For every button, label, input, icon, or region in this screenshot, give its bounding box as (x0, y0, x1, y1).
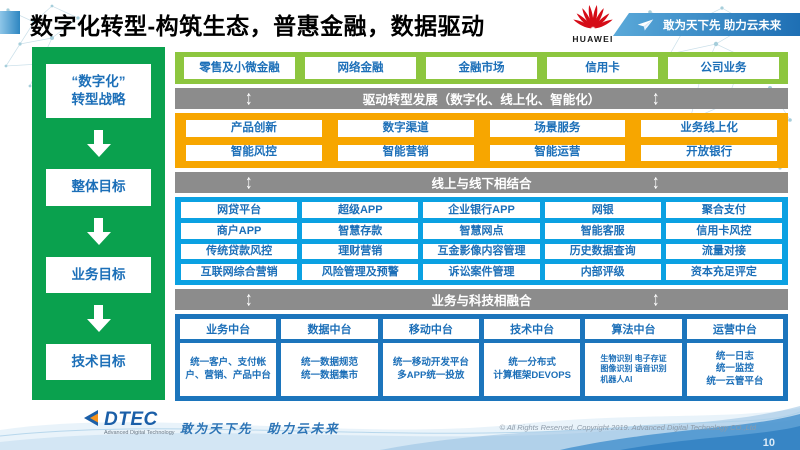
sidebar-item-digital-strategy: “数字化” 转型战略 (46, 64, 151, 119)
service-box: 互联网综合营销 (181, 264, 298, 280)
adtec-logo-subtext: Advanced Digital Technology (104, 430, 175, 436)
platform-column-tech: 技术中台 统一分布式 计算框架DEVOPS (484, 319, 581, 396)
service-box: 互金影像内容管理 (423, 243, 540, 260)
banner-label: 线上与线下相结合 (431, 177, 532, 191)
header: 数字化转型-构筑生态，普惠金融，数据驱动 HUAWEI (0, 0, 800, 47)
wave-decoration (0, 406, 800, 450)
business-line-box: 公司业务 (668, 57, 779, 79)
down-arrow-icon (86, 217, 111, 245)
platform-content: 统一日志 统一监控 统一云管平台 (686, 343, 783, 396)
service-box: 传统贷款风控 (181, 243, 298, 260)
capability-box: 业务线上化 (641, 120, 777, 137)
service-box: 网银 (544, 202, 661, 218)
platform-content: 统一客户、支付帐户、营销、产品中台 (180, 343, 277, 396)
title-accent-bar (0, 11, 20, 34)
service-box: 流量对接 (665, 243, 782, 260)
platform-column-algorithm: 算法中台 生物识别 电子存证 图像识别 语音识别 机器人AI (585, 319, 682, 396)
capability-box: 智能风控 (186, 144, 322, 161)
service-box: 理财营销 (302, 243, 419, 260)
slogan-ribbon: 敢为天下先 助力云未来 (613, 13, 800, 36)
platform-content: 生物识别 电子存证 图像识别 语音识别 机器人AI (585, 343, 682, 396)
platform-title: 移动中台 (382, 319, 479, 339)
content: “数字化” 转型战略 整体目标 业务目标 技术目标 零售及小微金融 网络金融 金… (0, 47, 800, 405)
service-box: 超级APP (302, 202, 419, 218)
capability-box: 智能营销 (337, 144, 474, 161)
huawei-label: HUAWEI (572, 34, 614, 44)
service-box: 聚合支付 (665, 202, 782, 218)
capability-box: 开放银行 (641, 144, 777, 161)
services-band: 网贷平台 超级APP 企业银行APP 网银 聚合支付 商户APP 智慧存款 智慧… (175, 197, 788, 285)
service-box: 风险管理及预警 (302, 264, 419, 280)
footer: DTEC Advanced Digital Technology 敢为天下先 助… (0, 402, 800, 450)
banner-label: 业务与科技相融合 (431, 294, 532, 308)
updown-arrow-icon: ↕ (245, 86, 253, 110)
updown-arrow-icon: ↕ (245, 287, 253, 311)
strategy-sidebar: “数字化” 转型战略 整体目标 业务目标 技术目标 (32, 47, 165, 400)
platform-title: 算法中台 (585, 319, 682, 339)
banner-label: 驱动转型发展（数字化、线上化、智能化） (362, 93, 601, 107)
platform-column-business: 业务中台 统一客户、支付帐户、营销、产品中台 (180, 319, 277, 396)
sidebar-item-overall-goal: 整体目标 (46, 169, 151, 206)
sidebar-item-business-goal: 业务目标 (46, 256, 151, 293)
platforms-band: 业务中台 统一客户、支付帐户、营销、产品中台 数据中台 统一数据规范 统一数据集… (175, 314, 788, 401)
platform-column-operations: 运营中台 统一日志 统一监控 统一云管平台 (686, 319, 783, 396)
page-title: 数字化转型-构筑生态，普惠金融，数据驱动 (30, 13, 485, 39)
service-box: 信用卡风控 (665, 222, 782, 239)
huawei-flower-icon (573, 4, 613, 29)
updown-arrow-icon: ↕ (652, 170, 660, 194)
service-box: 资本充足评定 (665, 264, 782, 280)
capabilities-band: 产品创新 数字渠道 场景服务 业务线上化 智能风控 智能营销 智能运营 开放银行 (175, 113, 788, 168)
service-box: 智慧存款 (302, 222, 419, 239)
service-box: 内部评级 (544, 264, 661, 280)
service-box: 企业银行APP (423, 202, 540, 218)
banner-drive-transformation: ↕ 驱动转型发展（数字化、线上化、智能化） ↕ (175, 86, 788, 110)
adtec-logo: DTEC Advanced Digital Technology (84, 410, 175, 436)
diagram-main: 零售及小微金融 网络金融 金融市场 信用卡 公司业务 ↕ 驱动转型发展（数字化、… (175, 52, 788, 401)
service-box: 诉讼案件管理 (423, 264, 540, 280)
sidebar-item-tech-goal: 技术目标 (46, 343, 151, 380)
capability-box: 数字渠道 (337, 120, 474, 137)
business-line-box: 金融市场 (426, 57, 537, 79)
service-box: 商户APP (181, 222, 298, 239)
platform-title: 数据中台 (281, 319, 378, 339)
platform-content: 统一移动开发平台 多APP统一投放 (382, 343, 479, 396)
service-box: 智能客服 (544, 222, 661, 239)
updown-arrow-icon: ↕ (245, 170, 253, 194)
business-line-box: 信用卡 (547, 57, 658, 79)
platform-column-mobile: 移动中台 统一移动开发平台 多APP统一投放 (382, 319, 479, 396)
platform-title: 业务中台 (180, 319, 277, 339)
paper-plane-icon (637, 18, 654, 31)
service-box: 网贷平台 (181, 202, 298, 218)
service-box: 智慧网点 (423, 222, 540, 239)
business-line-box: 网络金融 (305, 57, 416, 79)
page-number: 10 (762, 437, 775, 449)
capability-box: 场景服务 (489, 120, 626, 137)
updown-arrow-icon: ↕ (652, 287, 660, 311)
banner-business-tech-fusion: ↕ 业务与科技相融合 ↕ (175, 287, 788, 311)
ribbon-slogan-text: 敢为天下先 助力云未来 (663, 19, 782, 32)
huawei-logo: HUAWEI (570, 3, 616, 44)
platform-title: 技术中台 (484, 319, 581, 339)
down-arrow-icon (86, 130, 111, 158)
platform-content: 统一数据规范 统一数据集市 (281, 343, 378, 396)
platform-column-data: 数据中台 统一数据规范 统一数据集市 (281, 319, 378, 396)
copyright-text: © All Rights Reserved. Copyright 2019. A… (499, 423, 757, 432)
platform-content: 统一分布式 计算框架DEVOPS (484, 343, 581, 396)
updown-arrow-icon: ↕ (652, 86, 660, 110)
footer-slogan: 敢为天下先 助力云未来 (180, 422, 340, 436)
platform-title: 运营中台 (686, 319, 783, 339)
capability-box: 智能运营 (489, 144, 626, 161)
banner-online-offline: ↕ 线上与线下相结合 ↕ (175, 170, 788, 194)
business-line-box: 零售及小微金融 (184, 57, 295, 79)
service-box: 历史数据查询 (544, 243, 661, 260)
adtec-logo-text: DTEC (104, 409, 158, 430)
business-lines-band: 零售及小微金融 网络金融 金融市场 信用卡 公司业务 (175, 52, 788, 84)
adtec-arrow-icon (84, 410, 98, 426)
capability-box: 产品创新 (186, 120, 322, 137)
down-arrow-icon (86, 304, 111, 332)
